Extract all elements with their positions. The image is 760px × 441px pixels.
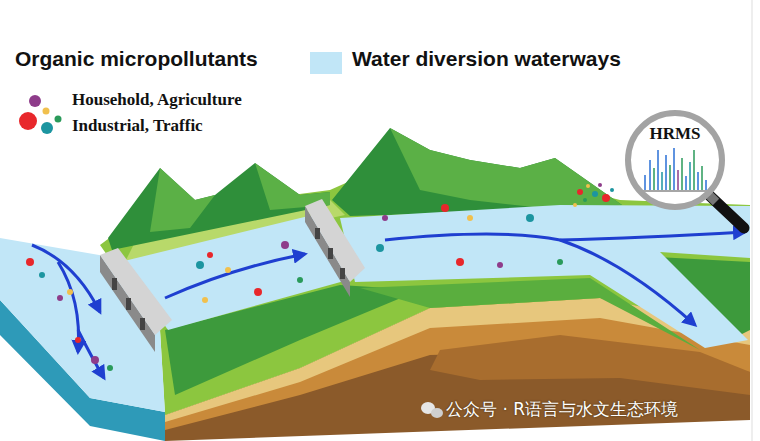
scene-shape xyxy=(332,128,622,216)
scene-shape xyxy=(689,162,691,190)
scene-shape xyxy=(640,148,712,191)
scene-shape xyxy=(526,214,534,222)
legend-text: Water diversion waterways xyxy=(352,47,621,71)
scene-shape xyxy=(376,244,384,252)
scene-shape xyxy=(752,0,753,441)
scene-shape xyxy=(592,191,598,197)
scene-shape xyxy=(573,203,577,207)
scene-shape xyxy=(697,172,699,190)
scene-shape xyxy=(598,183,602,187)
scene-shape xyxy=(705,180,707,190)
scene-shape xyxy=(39,272,45,278)
scene-shape xyxy=(385,232,745,240)
scene-shape xyxy=(669,165,671,190)
scene-shape xyxy=(640,190,712,192)
scene-shape xyxy=(382,215,388,221)
source-categories: Household, Agriculture Industrial, Traff… xyxy=(72,87,287,139)
scene-shape xyxy=(661,172,663,190)
scene-shape xyxy=(467,215,473,221)
scene-shape xyxy=(681,158,683,190)
scene-shape xyxy=(602,194,610,202)
scene-shape xyxy=(557,259,563,265)
scene-shape xyxy=(75,337,81,343)
scene-shape xyxy=(165,254,305,298)
scene-shape xyxy=(67,289,73,295)
scene-shape xyxy=(150,168,215,232)
legend-text: Organic micropollutants xyxy=(15,47,258,71)
scene-shape xyxy=(456,258,464,266)
scene-shape xyxy=(281,241,289,249)
scene-shape xyxy=(196,261,204,269)
scene-shape xyxy=(390,128,622,210)
scene-shape xyxy=(126,298,131,310)
scene-shape xyxy=(297,277,303,283)
scene-shape xyxy=(55,116,62,123)
scene-shape xyxy=(340,268,345,279)
scene-shape xyxy=(107,365,113,371)
scene-shape xyxy=(165,285,420,395)
scene-shape xyxy=(677,170,679,190)
scene-shape xyxy=(610,188,614,192)
scene-shape xyxy=(29,95,41,107)
scene-shape xyxy=(431,408,443,418)
scene-shape xyxy=(207,252,213,258)
scene-shape xyxy=(19,112,37,130)
scene-shape xyxy=(497,262,503,268)
scene-shape xyxy=(673,148,675,190)
scene-shape xyxy=(225,267,231,273)
scene-shape xyxy=(305,199,365,282)
magnifier-lens: HRMS xyxy=(625,110,725,210)
instrument-label: HRMS xyxy=(625,124,725,144)
scene-shape xyxy=(693,150,695,190)
watermark: 公众号 · R语言与水文生态环境 xyxy=(446,398,678,420)
scene-shape xyxy=(91,356,99,364)
scene-shape xyxy=(315,228,320,239)
scene-shape xyxy=(560,240,695,325)
scene-shape xyxy=(78,330,104,378)
scene-shape xyxy=(577,189,583,195)
scene-shape xyxy=(340,205,750,348)
scene-shape xyxy=(685,176,687,190)
scene-shape xyxy=(202,297,208,303)
scene-shape xyxy=(100,248,172,335)
scene-shape xyxy=(41,122,53,134)
scene-shape xyxy=(254,288,262,296)
scene-shape xyxy=(441,204,449,212)
scene-shape xyxy=(644,175,646,190)
scene-shape xyxy=(43,108,50,115)
scene-shape xyxy=(140,318,145,330)
scene-shape xyxy=(657,150,659,190)
scene-shape xyxy=(586,184,590,188)
scene-shape xyxy=(32,232,745,378)
legend-swatch xyxy=(310,52,342,74)
scene-shape xyxy=(26,183,614,371)
scene-shape xyxy=(328,248,333,259)
scene-shape xyxy=(57,295,63,301)
scene-shape xyxy=(649,160,651,190)
scene-shape xyxy=(665,155,667,190)
scene-shape xyxy=(112,278,117,290)
scene-shape xyxy=(701,166,703,190)
scene-shape xyxy=(583,198,587,202)
scene-shape xyxy=(26,258,34,266)
scene-shape xyxy=(653,168,655,190)
